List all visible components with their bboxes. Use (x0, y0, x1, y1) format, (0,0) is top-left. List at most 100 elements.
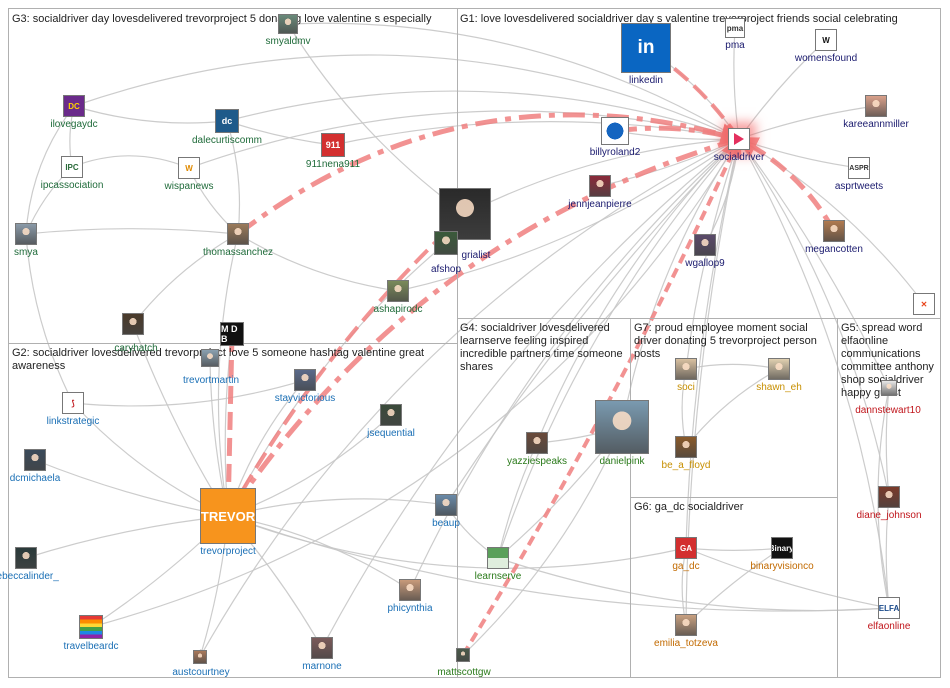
node-label: learnserve (474, 571, 522, 582)
wispa-logo-icon: W (178, 157, 200, 179)
edge-travelbeardc-socialdriver (90, 138, 740, 628)
avatar-photo-icon (589, 175, 611, 197)
edge-socialdriver-ga_dc (682, 138, 740, 549)
edge-thomassanchez-smya (25, 228, 239, 238)
node-label: yazziespeaks (506, 456, 568, 467)
edge-socialdriver-diane_johnson (738, 138, 892, 498)
avatar-photo-icon (380, 404, 402, 426)
avatar-photo-icon (675, 614, 697, 636)
edge-socialdriver-beaup (445, 138, 740, 506)
group-box-g5 (837, 318, 941, 678)
node-label: wispanews (164, 181, 214, 192)
node-label: afshop (430, 264, 462, 275)
avatar-photo-icon (15, 547, 37, 569)
avatar-photo-icon (694, 234, 716, 256)
edge-meganotten-socialdriver (735, 136, 837, 233)
edge-thomassanchez-caryhatch (132, 233, 239, 325)
avatar-photo-icon (399, 579, 421, 601)
edge-smyaldmv-grialist (287, 23, 466, 215)
ipc-logo-icon: IPC (61, 156, 83, 178)
linkedin-logo-icon: in (621, 23, 671, 73)
node-label: elfaonline (867, 621, 911, 632)
edge-smya-linkstrategic (25, 233, 74, 404)
edge-ipcassociation-wispanews (71, 155, 190, 170)
avatar-photo-icon (823, 220, 845, 242)
socialdriver-logo-icon (728, 128, 750, 150)
avatar-photo-icon (201, 349, 219, 367)
badge-logo-icon (601, 117, 629, 145)
avatar-photo-icon (881, 380, 897, 396)
node-label: caryhatch (114, 343, 158, 354)
node-label: smyaldmv (265, 36, 311, 47)
edge-yazziespeaks-learnserve (495, 442, 538, 559)
group-label-g1: G1: love lovesdelivered socialdriver day… (460, 13, 898, 25)
edge-thomassanchez-trevorproject (217, 233, 239, 517)
avatar-photo-icon (227, 223, 249, 245)
edge-grialist-trevorproject (226, 212, 467, 520)
node-label: shawn_eh (756, 382, 802, 393)
avatar-photo-icon (439, 188, 491, 240)
edge-socialdriver-danstewart10 (738, 138, 890, 389)
node-label: dannstewart10 (855, 405, 921, 416)
node-label: ilovegaydc (50, 119, 98, 130)
node-label: diane_johnson (856, 510, 922, 521)
aspr-logo-icon: ASPR (848, 157, 870, 179)
ga-dc-logo-icon: GA (675, 537, 697, 559)
node-label: smya (14, 247, 38, 258)
avatar-photo-icon (675, 358, 697, 380)
node-label: ipcassociation (40, 180, 104, 191)
group-label-g4: G4: socialdriver lovesdelivered learnser… (460, 322, 623, 373)
node-label: trevortmartin (182, 375, 240, 386)
edge-911nena911-socialdriver (332, 121, 740, 146)
node-label: socialdriver (713, 152, 765, 163)
edge-ilovegaydc-dalecurtiscomm (73, 105, 228, 126)
mdb-logo-icon: M D B (220, 322, 244, 346)
avatar-photo-icon (675, 436, 697, 458)
edge-mattscottgw-danielpink (462, 426, 623, 656)
node-label: phicynthia (387, 603, 433, 614)
edge-thomassanchez-socialdriver (236, 112, 743, 236)
avatar-photo-icon (278, 14, 298, 34)
node-label: jsequential (367, 428, 415, 439)
edge-diane_johnson-elfaonline (884, 496, 893, 609)
nena-logo-icon: 911 (321, 133, 345, 157)
avatar-photo-icon (768, 358, 790, 380)
group-box-g6 (630, 497, 838, 678)
node-label: grialist (461, 250, 491, 261)
edge-ga_dc-elfaonline (685, 547, 890, 611)
trevor-logo-icon: TREVOR (200, 488, 256, 544)
avatar-photo-icon (193, 650, 207, 664)
edge-trevorproject-ga_dc (227, 515, 687, 569)
node-label: linkedin (629, 75, 663, 86)
node-label: wgallop9 (685, 258, 725, 269)
group-label-g3: G3: socialdriver day lovesdelivered trev… (12, 13, 432, 25)
binary-logo-icon: Binary. (771, 537, 793, 559)
avatar-photo-icon (435, 494, 457, 516)
node-label: ashapirodc (373, 304, 423, 315)
node-label: travelbeardc (63, 641, 119, 652)
x-logo-icon: ✕ (913, 293, 935, 315)
pma-logo-icon: pma (725, 18, 745, 38)
link-logo-icon: ⟆ (62, 392, 84, 414)
learnserve-logo-icon (487, 547, 509, 569)
w-logo-icon: W (815, 29, 837, 51)
node-label: mattscottgw (437, 667, 491, 678)
node-label: asprtweets (834, 181, 884, 192)
node-label: linkstrategic (46, 416, 100, 427)
node-label: megancotten (805, 244, 863, 255)
avatar-photo-icon (595, 400, 649, 454)
avatar-photo-icon (434, 231, 458, 255)
node-label: trevorproject (200, 546, 256, 557)
node-label: kareeannmiller (843, 119, 909, 130)
avatar-photo-icon (865, 95, 887, 117)
node-label: beaup (432, 518, 460, 529)
node-label: womensfound (794, 53, 858, 64)
group-label-g7: G7: proud employee moment social driver … (634, 322, 817, 360)
edge-socialdriver-marnone (321, 138, 740, 649)
node-label: dcmichaela (9, 473, 61, 484)
avatar-photo-icon (294, 369, 316, 391)
default-avatar-icon (15, 223, 37, 245)
rainbow-flag-icon (79, 615, 103, 639)
